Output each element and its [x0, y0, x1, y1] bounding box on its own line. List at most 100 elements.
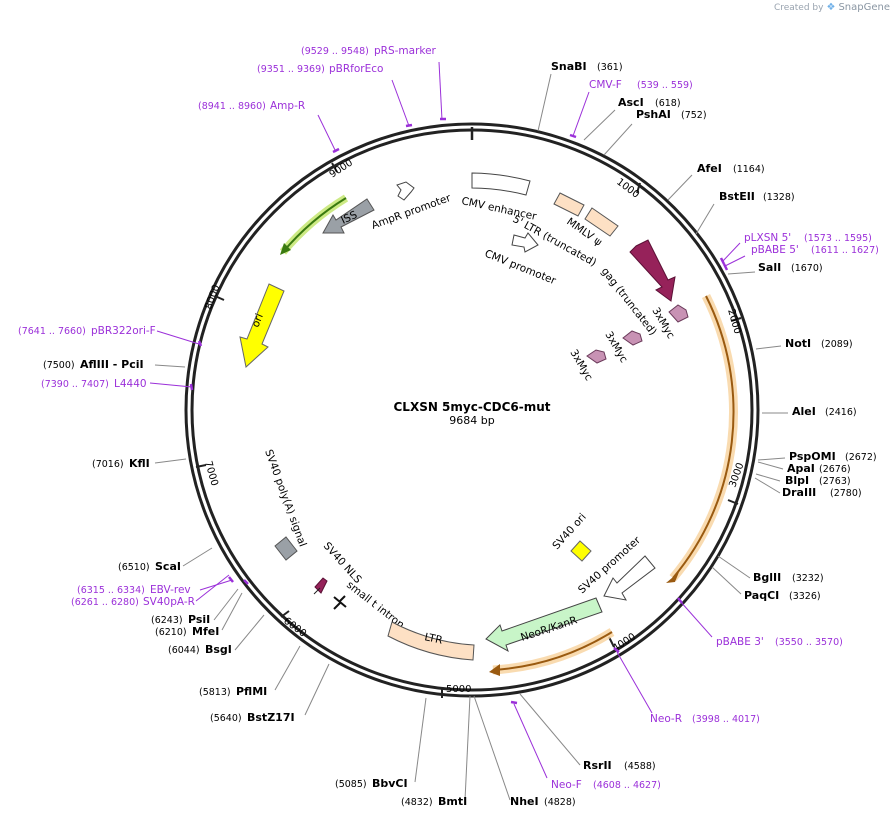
backbone-outer: [184, 122, 760, 698]
primer-pos-neo-r: (3998 .. 4017): [692, 714, 760, 725]
enzyme-name-bglii: BglII: [753, 571, 781, 584]
primer-name-pbrforeco: pBRforEco: [329, 63, 383, 75]
enzyme-name-bsteii: BstEII: [719, 190, 755, 203]
enzyme-pos-alei: (2416): [825, 407, 857, 418]
enzyme-name-blpi: BlpI: [785, 474, 809, 487]
gag-label: gag (truncated): [599, 265, 659, 337]
enzyme-pos-apai: (2676): [819, 464, 851, 475]
enzyme-pos-psii: (6243): [151, 615, 183, 626]
enzyme-pos-pflmi: (5813): [199, 687, 231, 698]
primer-name-neo-f: Neo-F: [551, 779, 582, 791]
ampr-promoter-label: AmpR promoter: [370, 192, 453, 232]
enzyme-name-bbvci: BbvCI: [372, 777, 408, 790]
primer-pos-pbrforeco: (9351 .. 9369): [257, 64, 325, 75]
enzyme-pos-draiii: (2780): [830, 488, 862, 499]
tick-5000: 5000: [446, 684, 471, 695]
primer-pos-l4440: (7390 .. 7407): [41, 379, 109, 390]
enzyme-name-apai: ApaI: [787, 462, 815, 475]
snapgene-brand: Created by ❖ SnapGene: [774, 2, 890, 13]
primer-pos-pbabe5: (1611 .. 1627): [811, 245, 879, 256]
small-t-intron-feature: [333, 595, 347, 610]
sv40-nls-label: SV40 NLS: [321, 540, 364, 586]
primer-name-l4440: L4440: [114, 378, 147, 390]
ori-feature: [239, 283, 285, 368]
primer-name-ebv-rev: EBV-rev: [150, 584, 191, 596]
enzyme-name-alei: AleI: [792, 405, 816, 418]
enzyme-name-mfei: MfeI: [192, 625, 219, 638]
primer-pos-neo-f: (4608 .. 4627): [593, 780, 661, 791]
enzyme-pos-rsrii: (4588): [624, 761, 656, 772]
enzyme-name-bmti: BmtI: [438, 795, 467, 808]
primer-pos-amp-r: (8941 .. 8960): [198, 101, 266, 112]
ori-label: ori: [250, 312, 266, 329]
ltr5-feature: [553, 192, 585, 217]
enzyme-name-rsrii: RsrII: [583, 759, 612, 772]
small-t-intron-label: small t intron: [344, 579, 406, 631]
primer-name-cmv-f: CMV-F: [589, 79, 622, 91]
ltr-label: LTR: [423, 631, 443, 647]
enzyme-leaders: [154, 73, 788, 801]
sv40-polya-feature: [274, 536, 298, 561]
gag-feature: [629, 239, 676, 302]
myc-label-3: 3xMyc: [567, 348, 594, 384]
enzyme-name-asci: AscI: [618, 96, 644, 109]
enzyme-pos-bsteii: (1328): [763, 192, 795, 203]
enzyme-pos-bglii: (3232): [792, 573, 824, 584]
snapgene-logo-text: SnapGene: [838, 2, 890, 13]
enzyme-name-pflmi: PflMI: [236, 685, 267, 698]
primer-leaders: [149, 61, 746, 779]
primer-name-amp-r: Amp-R: [270, 100, 305, 112]
myc-feature-3: [586, 349, 607, 364]
enzyme-pos-bbvci: (5085): [335, 779, 367, 790]
sv40-polya-label: SV40 poly(A) signal: [262, 448, 308, 548]
enzyme-name-afliii-pcii: AflIII - PciI: [80, 358, 144, 371]
enzyme-pos-asci: (618): [655, 98, 681, 109]
cmv-promoter-feature: [511, 232, 539, 253]
enzyme-name-bsgi: BsgI: [205, 643, 232, 656]
enzyme-pos-snabi: (361): [597, 62, 623, 73]
plasmid-name: CLXSN 5myc-CDC6-mut: [393, 400, 550, 414]
enzyme-name-draiii: DraIII: [782, 486, 816, 499]
enzyme-pos-blpi: (2763): [819, 476, 851, 487]
tick-1000: 1000: [614, 177, 641, 201]
myc-label-2: 3xMyc: [602, 330, 629, 366]
myc-feature-2: [622, 330, 643, 346]
enzyme-pos-afei: (1164): [733, 164, 765, 175]
cmv-enhancer-feature: [471, 172, 531, 196]
primer-name-prs-marker: pRS-marker: [374, 45, 437, 57]
sv40-ori-feature: [570, 540, 592, 562]
enzyme-pos-noti: (2089): [821, 339, 853, 350]
primer-pos-ebv-rev: (6315 .. 6334): [77, 585, 145, 596]
enzyme-name-nhei: NheI: [510, 795, 539, 808]
enzyme-name-pshai: PshAI: [636, 108, 671, 121]
primer-pos-sv40pa-r: (6261 .. 6280): [71, 597, 139, 608]
enzyme-name-pspomi: PspOMI: [789, 450, 836, 463]
plasmid-size: 9684 bp: [449, 414, 494, 427]
primer-marks: [189, 117, 729, 705]
enzyme-name-paqci: PaqCI: [744, 589, 779, 602]
orf-arc-right-arrow: [666, 572, 679, 583]
primer-pos-plxsn5: (1573 .. 1595): [804, 233, 872, 244]
enzyme-pos-bstz17i: (5640): [210, 713, 242, 724]
enzyme-name-psii: PsiI: [188, 613, 210, 626]
cmv-promoter-label: CMV promoter: [483, 248, 558, 288]
enzyme-pos-pshai: (752): [681, 110, 707, 121]
ltr-feature: [387, 621, 475, 661]
primer-name-plxsn5: pLXSN 5': [744, 232, 791, 244]
sv40-promoter-feature: [603, 555, 656, 601]
enzyme-name-noti: NotI: [785, 337, 811, 350]
enzyme-name-kfli: KflI: [129, 457, 150, 470]
iss-feature: [322, 198, 375, 234]
enzyme-pos-mfei: (6210): [155, 627, 187, 638]
enzyme-name-snabi: SnaBI: [551, 60, 587, 73]
created-by-text: Created by: [773, 2, 824, 13]
enzyme-name-afei: AfeI: [697, 162, 722, 175]
primer-pos-pbabe3: (3550 .. 3570): [775, 637, 843, 648]
enzyme-pos-bsgi: (6044): [168, 645, 200, 656]
enzyme-name-scai: ScaI: [155, 560, 181, 573]
enzyme-pos-bmti: (4832): [401, 797, 433, 808]
tick-7000: 7000: [202, 460, 220, 487]
neor-feature: [485, 597, 603, 653]
enzyme-pos-paqci: (3326): [789, 591, 821, 602]
